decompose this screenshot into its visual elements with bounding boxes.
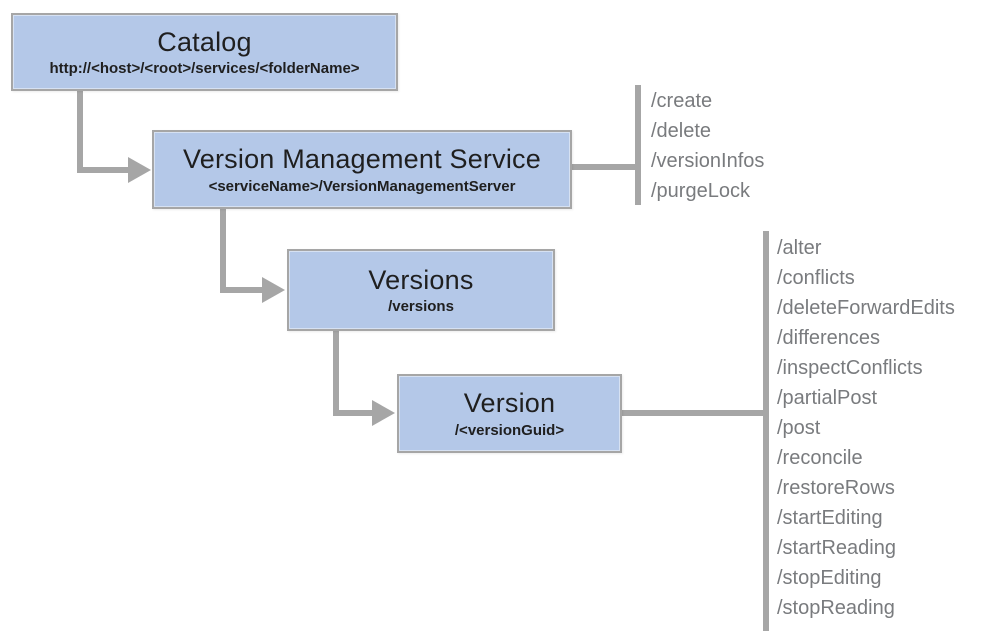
node-title: Catalog [157, 26, 252, 57]
connector-vms-to-versions [220, 207, 266, 293]
node-title: Version [463, 388, 556, 419]
node-subtitle: /<versionGuid> [454, 421, 565, 439]
operation-item: /startEditing [777, 507, 883, 529]
arrowhead-version-icon [372, 400, 395, 426]
version-operations-list: /alter/conflicts/deleteForwardEdits/diff… [777, 233, 955, 623]
operation-item: /post [777, 417, 821, 439]
operation-item: /create [651, 90, 713, 112]
operation-item: /deleteForwardEdits [777, 297, 955, 319]
operation-item: /differences [777, 327, 881, 349]
node-versions: Versions /versions [287, 249, 555, 331]
node-version: Version /<versionGuid> [397, 374, 622, 453]
arrowhead-versions-icon [262, 277, 285, 303]
operation-item: /versionInfos [651, 150, 765, 172]
operation-item: /stopReading [777, 597, 895, 619]
operation-item: /purgeLock [651, 180, 750, 202]
operation-item: /partialPost [777, 387, 878, 409]
vms-operations-list: /create/delete/versionInfos/purgeLock [651, 86, 764, 206]
operation-item: /inspectConflicts [777, 357, 923, 379]
connector-versions-to-version [333, 329, 376, 416]
operation-item: /restoreRows [777, 477, 895, 499]
node-title: Version Management Service [183, 144, 541, 175]
node-version-management-service: Version Management Service <serviceName>… [152, 130, 572, 209]
operation-item: /reconcile [777, 447, 863, 469]
node-subtitle: http://<host>/<root>/services/<folderNam… [49, 60, 360, 78]
operation-item: /delete [651, 120, 712, 142]
node-catalog: Catalog http://<host>/<root>/services/<f… [11, 13, 398, 91]
operation-item: /stopEditing [777, 567, 882, 589]
connector-catalog-to-vms [77, 89, 132, 173]
node-title: Versions [368, 264, 474, 295]
operation-item: /alter [777, 237, 822, 259]
operation-item: /conflicts [777, 267, 855, 289]
node-subtitle: <serviceName>/VersionManagementServer [208, 177, 516, 195]
arrowhead-vms-icon [128, 157, 151, 183]
node-subtitle: /versions [388, 298, 454, 316]
operation-item: /startReading [777, 537, 896, 559]
